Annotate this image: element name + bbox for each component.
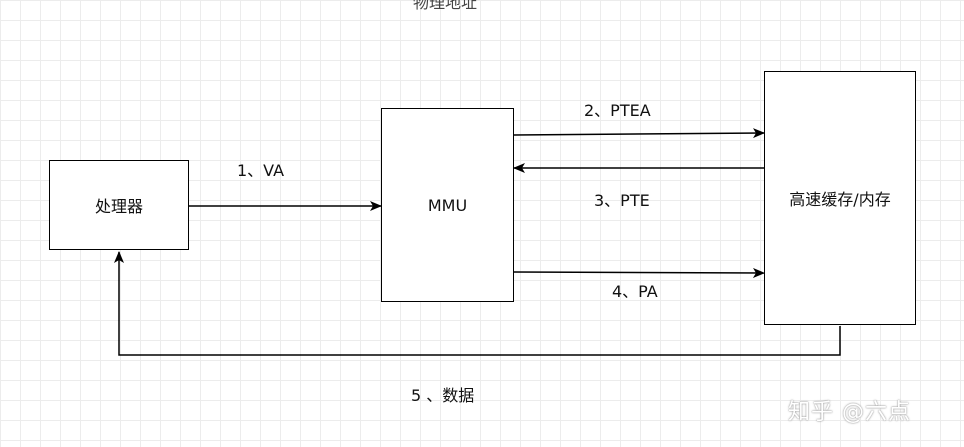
edge-pte-label: 3、PTE (594, 191, 650, 210)
edge-pa-label: 4、PA (612, 282, 658, 301)
diagram-title: 物理地址 (413, 0, 478, 12)
edge-ptea-arrow (513, 128, 765, 139)
memory-node[interactable]: 高速缓存/内存 (764, 71, 916, 325)
memory-label: 高速缓存/内存 (789, 190, 891, 209)
edge-data-arrow (114, 251, 841, 356)
edge-data-label: 5 、数据 (411, 386, 475, 405)
mmu-label: MMU (427, 195, 468, 215)
edge-va-label: 1、VA (237, 161, 285, 180)
edge-ptea-label: 2、PTEA (584, 101, 651, 120)
edge-pa-arrow (513, 267, 765, 278)
watermark: 知乎 @六点 (788, 400, 911, 425)
mmu-node[interactable]: MMU (381, 108, 514, 302)
processor-label: 处理器 (94, 197, 143, 216)
processor-node[interactable]: 处理器 (49, 160, 189, 250)
